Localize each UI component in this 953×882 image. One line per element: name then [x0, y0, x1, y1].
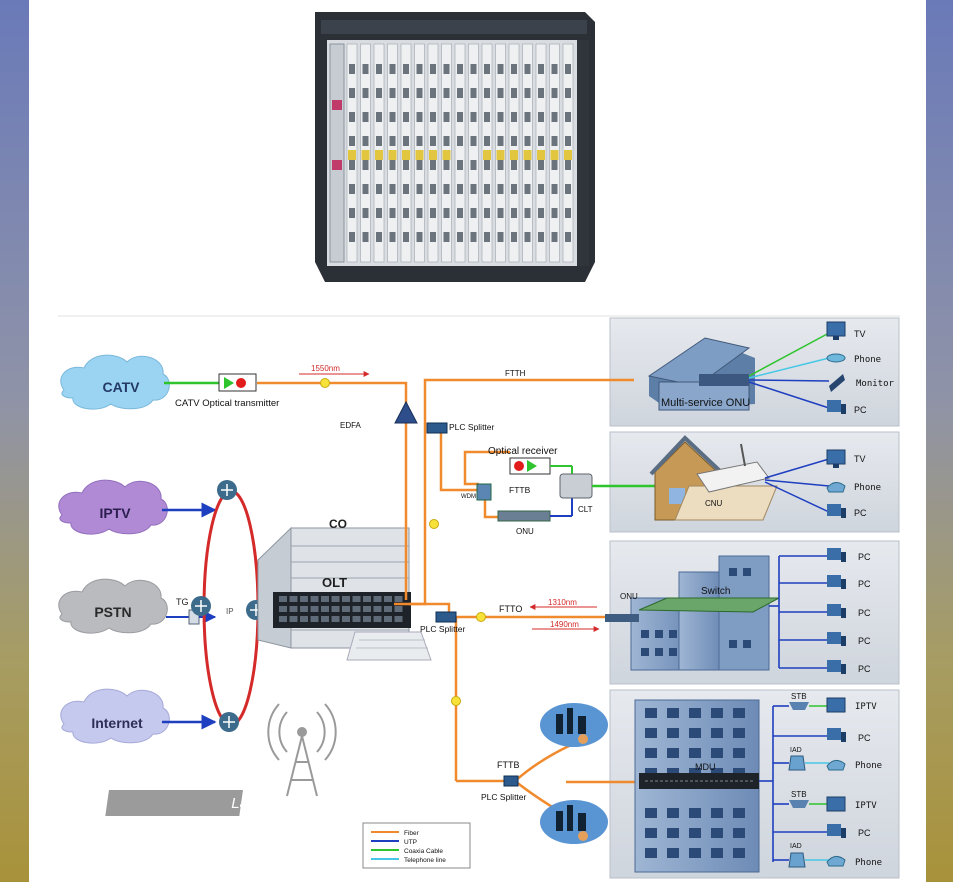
ftto-label: FTTO: [499, 604, 522, 614]
iptv-label: IPTV: [99, 505, 131, 521]
network-diagram: CATV IPTV PSTN Internet TG IP C: [58, 12, 900, 879]
legend: Fiber UTP Coaxia Cable Telephone line: [362, 822, 471, 869]
olt-label: OLT: [322, 575, 347, 590]
internet-label: Internet: [91, 715, 143, 731]
transmitter-label: CATV Optical transmitter: [175, 398, 279, 409]
clt-label: CLT: [578, 505, 593, 514]
phone1-label: Phone: [855, 761, 882, 771]
p3-pc-label: PC: [858, 636, 871, 646]
panel4-lines: [759, 705, 829, 862]
wdm-label: WDM: [461, 494, 476, 500]
olt-chassis-photo: [315, 12, 595, 282]
internet-cloud: Internet: [60, 688, 170, 744]
ring-routers: [191, 480, 266, 732]
fiber-connectors: [320, 378, 486, 706]
city-scene-upper: [540, 703, 608, 747]
legend-telephone: Telephone line: [404, 857, 446, 864]
fiber-lines: [257, 378, 645, 820]
legend-utp: UTP: [404, 839, 417, 846]
office-building: [605, 555, 780, 671]
tg-label: TG: [176, 597, 189, 607]
p3-onu-label: ONU: [620, 592, 638, 601]
catv-cloud: CATV: [60, 354, 170, 410]
watermark-banner: [105, 790, 243, 816]
wdm-device: [476, 483, 492, 501]
wavelength-1550-label: 1550nm: [311, 364, 340, 373]
plc-splitter-bottom: [503, 775, 519, 787]
plc-splitter-bottom-label: PLC Splitter: [481, 792, 527, 802]
panel2-lines: [764, 458, 830, 513]
cnu-label: CNU: [705, 499, 723, 508]
iptv2-label: IPTV: [855, 801, 877, 811]
optical-receiver-label: Optical receiver: [488, 446, 558, 457]
p1-pc-label: PC: [854, 405, 867, 415]
nm1490-label: 1490nm: [550, 620, 579, 629]
legend-fiber: Fiber: [404, 830, 420, 837]
iad1-label: IAD: [790, 747, 802, 754]
p1-phone-label: Phone: [854, 355, 881, 365]
watermark-text: Laden Aljaafari: [231, 795, 331, 812]
stb2-label: STB: [791, 790, 807, 799]
pc1-label: PC: [858, 733, 871, 743]
clt-device: [559, 473, 593, 499]
mdu-building: [634, 699, 760, 873]
onu-label: ONU: [516, 527, 534, 536]
plc-splitter-top-label: PLC Splitter: [449, 422, 495, 432]
plc-splitter-middle: [435, 611, 457, 623]
p2-tv-label: TV: [854, 454, 866, 464]
p3-pc-label: PC: [858, 579, 871, 589]
nm1310-label: 1310nm: [548, 598, 577, 607]
p1-monitor-label: Monitor: [856, 379, 895, 389]
panel4-devices: [788, 697, 846, 868]
p2-phone-label: Phone: [854, 483, 881, 493]
fttb-top-label: FTTB: [509, 485, 531, 495]
legend-coax: Coaxia Cable: [404, 848, 443, 855]
switch-label: Switch: [701, 586, 730, 597]
panel2-devices: [826, 449, 846, 518]
catv-label: CATV: [102, 379, 140, 395]
iptv1-label: IPTV: [855, 702, 877, 712]
panel1-devices: [826, 321, 846, 414]
phone2-label: Phone: [855, 858, 882, 868]
edfa-label: EDFA: [340, 421, 362, 430]
p3-pc-label: PC: [858, 608, 871, 618]
multi-service-onu-label: Multi-service ONU: [661, 397, 750, 409]
cnu-house: [649, 435, 778, 521]
plc-splitter-top: [426, 422, 448, 434]
p3-pc-label: PC: [858, 552, 871, 562]
edfa-amplifier: [394, 400, 418, 424]
fttb-bottom-label: FTTB: [497, 760, 520, 770]
ftth-house: [647, 337, 755, 411]
panel1-lines: [748, 332, 830, 409]
city-scene-lower: [540, 800, 608, 844]
panel3-lines: [769, 555, 827, 669]
p1-tv-label: TV: [854, 329, 866, 339]
iptv-cloud: IPTV: [58, 479, 168, 535]
p3-pc-label: PC: [858, 664, 871, 674]
pc2-label: PC: [858, 828, 871, 838]
stb1-label: STB: [791, 692, 807, 701]
ip-label: IP: [226, 607, 234, 616]
iad2-label: IAD: [790, 843, 802, 850]
panel3-pcs: PC PC PC PC PC: [827, 548, 871, 674]
diagram-sheet: CATV IPTV PSTN Internet TG IP C: [29, 0, 926, 882]
co-label: CO: [329, 517, 347, 531]
watermark-antenna-icon: [267, 703, 337, 797]
ftth-label: FTTH: [505, 369, 526, 378]
pstn-label: PSTN: [94, 604, 131, 620]
p2-pc-label: PC: [854, 508, 867, 518]
co-building: CO OLT: [257, 517, 432, 661]
pstn-cloud: PSTN: [58, 578, 168, 634]
onu-device: [497, 510, 551, 522]
mdu-label: MDU: [695, 762, 716, 772]
plc-splitter-middle-label: PLC Splitter: [420, 624, 466, 634]
